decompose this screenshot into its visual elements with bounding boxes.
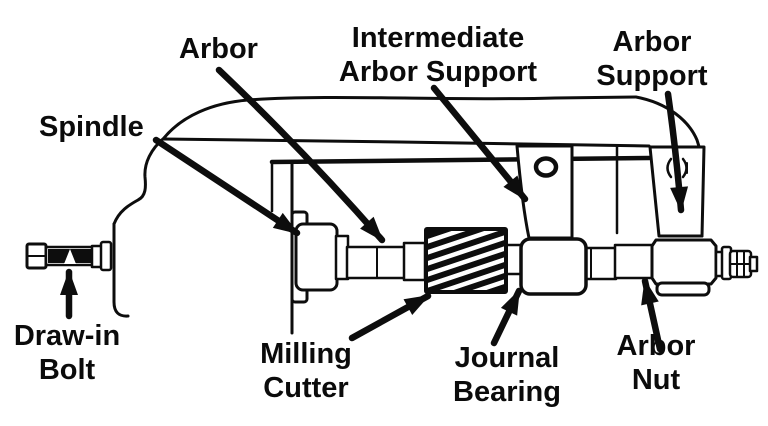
milling-cutter-arrow xyxy=(348,292,432,342)
arbor-support-shape xyxy=(648,145,718,297)
column-lower-outline xyxy=(112,222,130,318)
draw-in-bolt-shape xyxy=(25,240,113,272)
label-arbor-support: Arbor Support xyxy=(596,26,708,92)
label-spindle: Spindle xyxy=(39,110,144,144)
milling-cutter-shape xyxy=(424,227,508,294)
intermediate-arbor-support-shape xyxy=(515,144,574,240)
spindle-arrow xyxy=(152,136,301,237)
arbor-end-shape xyxy=(714,245,759,281)
label-arbor: Arbor xyxy=(179,32,258,66)
label-intermediate-arbor-support: Intermediate Arbor Support xyxy=(338,22,538,88)
support-hole xyxy=(533,156,559,178)
arbor-support-arrow xyxy=(664,90,689,214)
overarm-front-line xyxy=(269,155,652,165)
support-detail-marks xyxy=(666,157,673,179)
label-spindle-text: Spindle xyxy=(39,111,144,143)
label-milling-cutter: Milling Cutter xyxy=(260,338,352,404)
label-arbor-text: Arbor xyxy=(179,33,258,65)
overarm-outline xyxy=(112,95,704,238)
journal-bearing-shape xyxy=(519,237,588,296)
journal-bearing-arrow xyxy=(490,287,523,347)
label-arbor-nut: Arbor Nut xyxy=(616,330,696,396)
label-draw-in-bolt: Draw-in Bolt xyxy=(13,320,121,386)
intermediate-arbor-support-arrow xyxy=(430,84,529,203)
arbor-arrow xyxy=(215,66,386,244)
arbor-nut-arrow xyxy=(641,277,664,353)
overarm-bottom-line xyxy=(162,137,651,148)
label-journal-bearing: Journal Bearing xyxy=(453,342,561,408)
spindle-nose-shape xyxy=(290,210,350,304)
